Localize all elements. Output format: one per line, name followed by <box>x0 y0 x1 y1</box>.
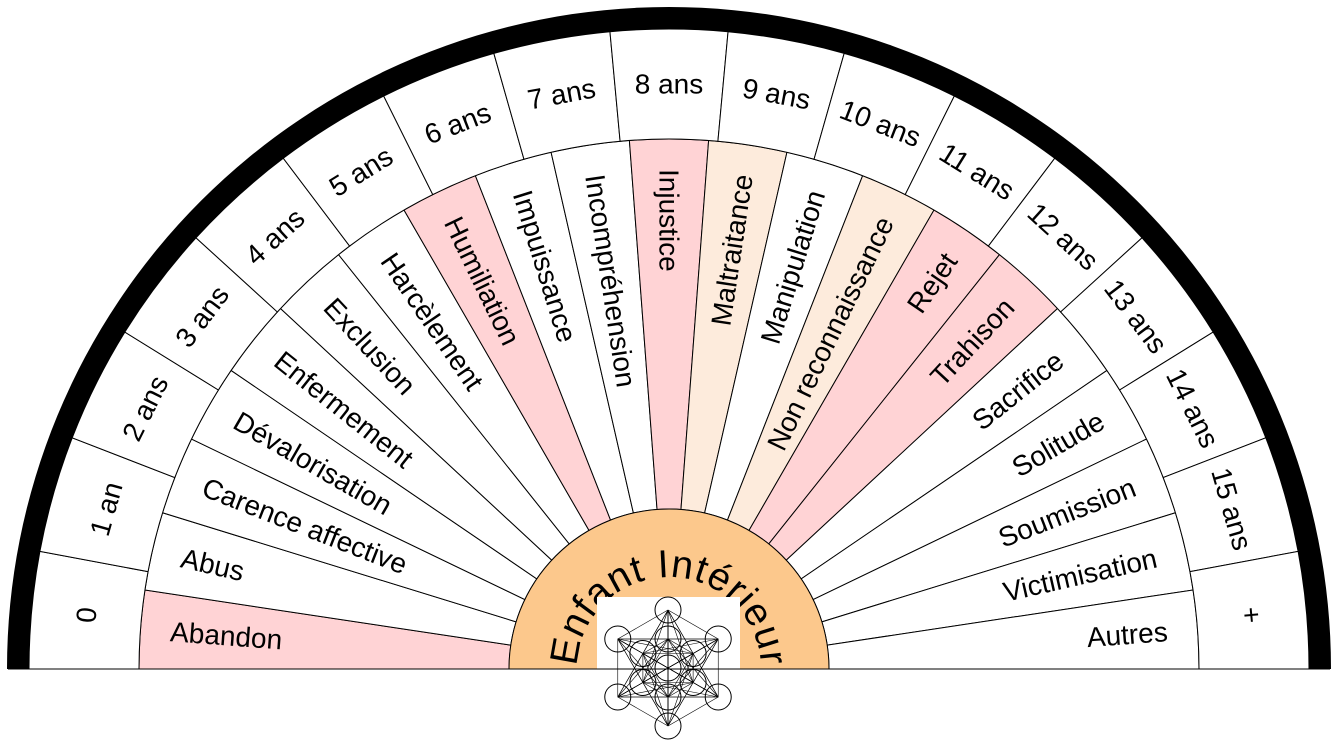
symbol-line <box>667 696 719 727</box>
wound-label: Injustice <box>654 169 685 272</box>
symbol-line <box>617 638 669 698</box>
age-label: 8 ans <box>635 69 704 100</box>
metatron-cube-icon <box>604 596 732 740</box>
symbol-line <box>667 638 719 727</box>
symbol-line <box>667 653 694 727</box>
center-disc <box>508 508 830 670</box>
symbol-line <box>667 609 719 640</box>
symbol-line <box>617 609 669 640</box>
age-label: + <box>1235 605 1267 624</box>
age-label: 0 <box>70 606 102 624</box>
symbol-line <box>667 609 694 683</box>
symbol-line <box>617 696 669 727</box>
symbol-line <box>617 638 719 698</box>
wound-label: Autres <box>1086 616 1169 653</box>
symbol-line <box>617 638 694 654</box>
symbol-line <box>617 682 694 698</box>
